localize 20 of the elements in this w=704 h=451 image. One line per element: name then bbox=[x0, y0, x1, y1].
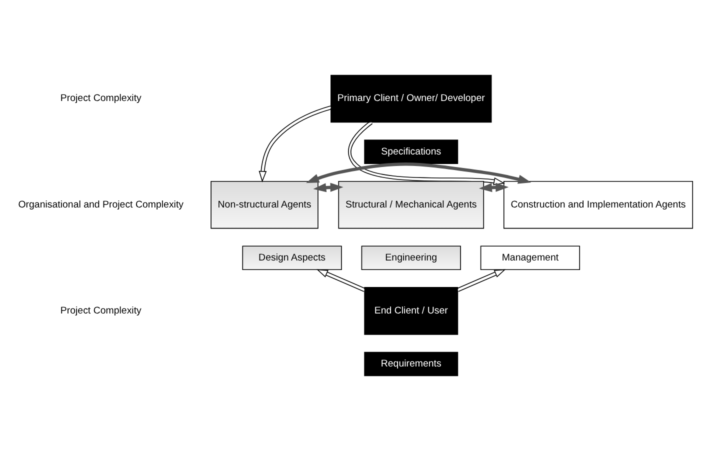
arrow bbox=[456, 269, 506, 292]
label: Project Complexity bbox=[60, 305, 142, 316]
node-box: End Client / User bbox=[364, 287, 458, 335]
node-box: Management bbox=[480, 246, 580, 270]
label: Project Complexity bbox=[60, 93, 142, 104]
node-box: Design Aspects bbox=[242, 246, 342, 270]
node-box: Construction and Implementation Agents bbox=[503, 180, 694, 229]
node-box: Engineering bbox=[361, 246, 461, 270]
node-box: Specifications bbox=[364, 140, 458, 164]
node-box: Structural / Mechanical Agents bbox=[338, 180, 484, 229]
arrow bbox=[348, 120, 505, 186]
arrow bbox=[258, 106, 332, 182]
label: Organisational and Project Complexity bbox=[18, 199, 184, 210]
node-box: Primary Client / Owner/ Developer bbox=[330, 74, 492, 123]
node-box: Requirements bbox=[364, 352, 458, 376]
arrow bbox=[316, 269, 366, 292]
arrow bbox=[478, 182, 509, 192]
arrow bbox=[313, 182, 344, 192]
node-box: Non-structural Agents bbox=[210, 180, 318, 229]
arrow bbox=[306, 162, 532, 184]
